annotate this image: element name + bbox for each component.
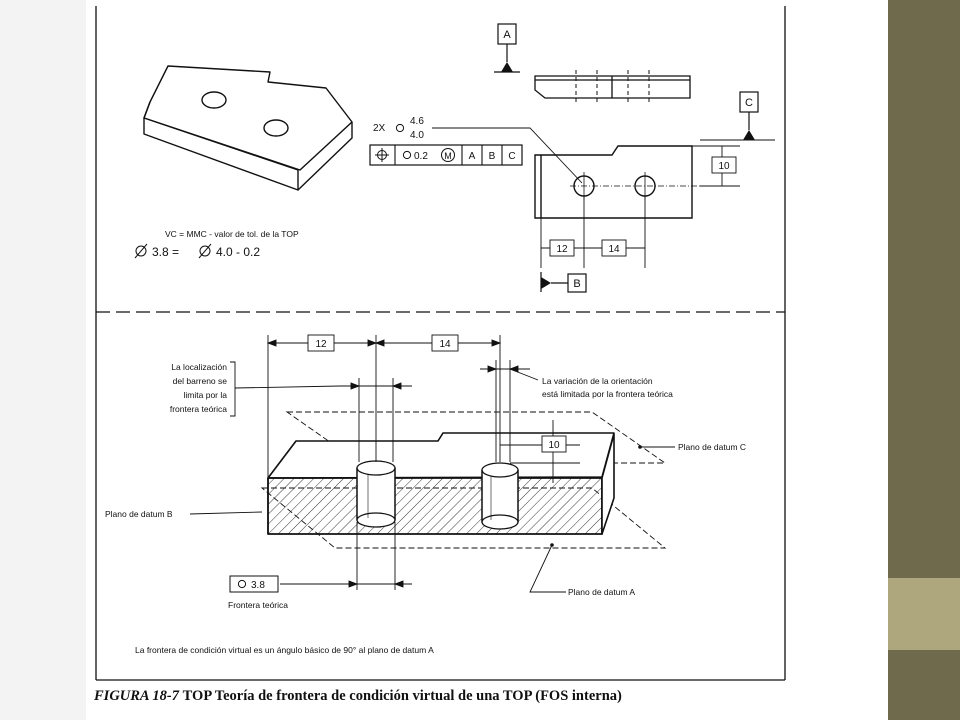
side-view: [534, 70, 691, 104]
boundary-label: 3.8 Frontera teórica: [228, 575, 288, 610]
hole-size-callout: 2X 4.6 4.0: [373, 116, 424, 141]
hole-qty: 2X: [373, 123, 386, 134]
boundary-diameter-dim: [280, 580, 412, 588]
feature-control-frame: 0.2 M A B C: [369, 144, 523, 166]
fcf-diameter-symbol: [402, 150, 412, 160]
fcf-ref-a: A: [469, 151, 476, 162]
note-orientation-line-2: está limitada por la frontera teórica: [542, 389, 673, 399]
note-location-line-2: del barreno se: [173, 376, 228, 386]
fcf-modifier: M: [444, 151, 452, 161]
fcf-tolerance: 0.2: [414, 151, 428, 162]
hole-size-max: 4.6: [410, 116, 424, 127]
dim-x1-top-value: 12: [556, 244, 568, 255]
boundary-size: 3.8: [251, 580, 265, 591]
location-zone-dim: [340, 382, 412, 390]
sidebar-olive-bottom: [888, 650, 960, 720]
hole-leader: [432, 127, 583, 184]
datum-b-letter: B: [573, 278, 580, 290]
note-location-line-1: La localización: [171, 362, 227, 372]
orientation-zone-dim: [480, 365, 530, 373]
datum-a-letter: A: [503, 29, 511, 41]
note-location: La localización del barreno se limita po…: [170, 361, 341, 417]
datum-a-symbol: A: [494, 23, 520, 73]
dim-x2-bottom-value: 14: [439, 339, 451, 350]
label-datum-a: Plano de datum A: [529, 543, 635, 597]
figure-frame: [95, 6, 786, 681]
dim-height-bottom: [500, 420, 580, 483]
dim-height-top: [692, 145, 740, 187]
label-datum-c-text: Plano de datum C: [678, 442, 746, 452]
formula-line-1: VC = MMC - valor de tol. de la TOP: [165, 229, 299, 239]
dim-x2-top-value: 14: [608, 244, 620, 255]
formula-mmc-expression: 4.0 - 0.2: [216, 245, 260, 259]
sidebar-khaki-block: [888, 578, 960, 650]
fcf-ref-c: C: [508, 151, 515, 162]
label-datum-c: Plano de datum C: [638, 442, 746, 452]
note-location-line-3: limita por la: [184, 390, 228, 400]
datum-plane-c: [285, 411, 667, 464]
dim-horizontal-bottom: [266, 334, 502, 352]
datum-c-letter: C: [745, 97, 753, 109]
diameter-symbol: [395, 123, 405, 133]
dim-x1-bottom-value: 12: [315, 339, 327, 350]
boundary-label-text: Frontera teórica: [228, 600, 288, 610]
footnote: La frontera de condición virtual es un á…: [135, 645, 434, 655]
dim-height-bottom-value: 10: [548, 440, 560, 451]
label-datum-a-text: Plano de datum A: [568, 587, 635, 597]
datum-c-symbol: C: [700, 91, 775, 141]
note-orientation: La variación de la orientación está limi…: [509, 368, 673, 399]
fcf-ref-b: B: [489, 151, 496, 162]
note-orientation-line-1: La variación de la orientación: [542, 376, 653, 386]
dim-height-top-value: 10: [718, 161, 730, 172]
mmc-modifier-icon: [441, 148, 455, 162]
isometric-part: [143, 65, 353, 191]
diameter-symbol-1: [134, 243, 148, 259]
label-datum-b-text: Plano de datum B: [105, 509, 173, 519]
formula-vc-value: 3.8 =: [152, 245, 179, 259]
front-view: [534, 145, 700, 219]
figure-caption: FIGURA 18-7 TOP Teoría de frontera de co…: [94, 688, 884, 712]
note-location-line-4: frontera teórica: [170, 404, 227, 414]
dim-ext-lines-bottom: [267, 335, 511, 590]
caption-prefix: FIGURA 18-7: [94, 688, 180, 704]
caption-text: TOP Teoría de frontera de condición virt…: [182, 688, 622, 704]
sidebar-olive-top: [888, 0, 960, 578]
isometric-block: [267, 432, 615, 535]
label-datum-b: Plano de datum B: [105, 509, 263, 519]
boundary-diameter-symbol: [237, 579, 247, 589]
dim-horizontal-top: [540, 196, 646, 268]
formula-line-2: 3.8 = 4.0 - 0.2: [134, 243, 260, 259]
boundary-cylinder-2: [481, 462, 519, 530]
boundary-cylinder-1: [356, 460, 396, 528]
datum-b-symbol: B: [540, 272, 587, 293]
position-icon: [375, 148, 389, 162]
diameter-symbol-2: [198, 243, 212, 259]
hole-size-min: 4.0: [410, 130, 424, 141]
